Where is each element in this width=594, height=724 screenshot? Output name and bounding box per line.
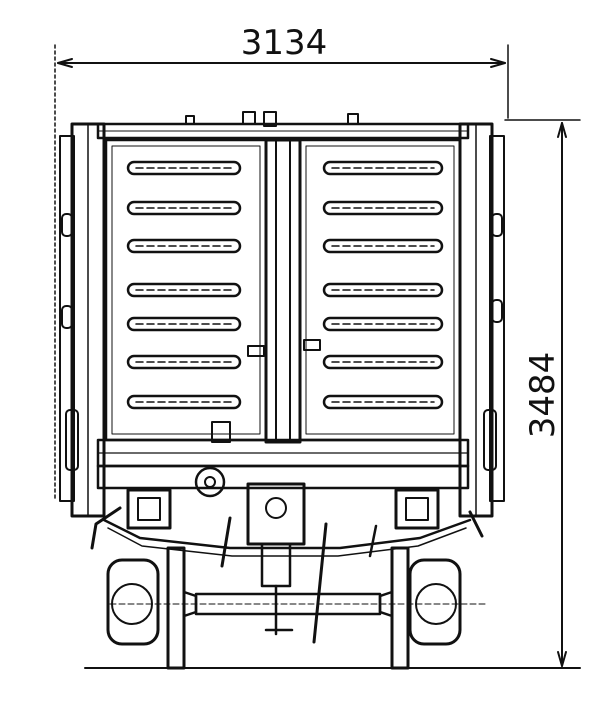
door-slat xyxy=(322,316,444,332)
door-slat xyxy=(126,282,242,298)
height-dimension: 3484 xyxy=(504,119,581,667)
door-slat xyxy=(322,354,444,370)
door-slat xyxy=(126,200,242,216)
right-wheel xyxy=(390,546,410,670)
brake-wheel xyxy=(194,466,226,498)
door-slat xyxy=(126,394,242,410)
door-slat xyxy=(126,354,242,370)
door-slat xyxy=(126,316,242,332)
door-slat xyxy=(322,394,444,410)
wagon-body xyxy=(59,111,505,518)
door-slat xyxy=(126,238,242,254)
left-wheel xyxy=(166,546,186,670)
door-slat xyxy=(322,160,444,176)
width-dimension: 3134 xyxy=(54,23,509,501)
wheelset xyxy=(106,546,487,670)
door-slat xyxy=(126,160,242,176)
door-slat xyxy=(322,238,444,254)
coupler xyxy=(246,482,306,636)
width-dimension-label: 3134 xyxy=(241,23,328,63)
door-slat xyxy=(322,282,444,298)
height-dimension-label: 3484 xyxy=(523,352,563,439)
door-slats xyxy=(126,160,444,410)
door-slat xyxy=(322,200,444,216)
